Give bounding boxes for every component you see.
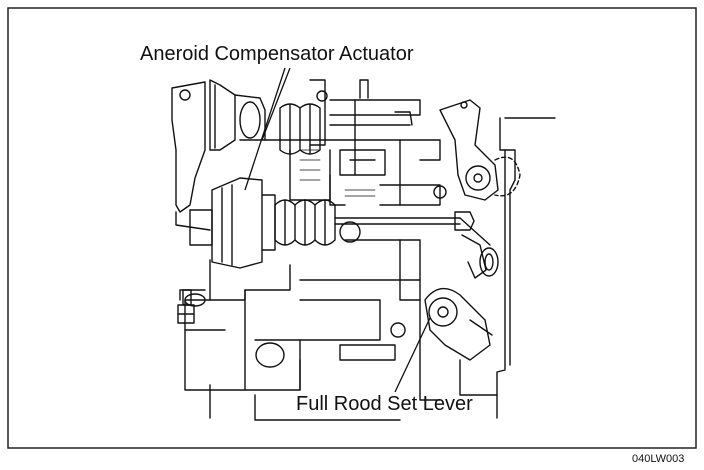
lower-diaphragm [189,177,276,269]
upper-bellows [279,103,321,155]
control-rod [334,211,475,231]
lever-leader [394,317,431,393]
aneroid-leader-2 [244,67,286,191]
figure-frame [7,7,697,449]
full-load-lever [424,287,493,361]
full-rood-lever-label: Full Rood Set Lever [296,393,473,415]
aneroid-leader-1 [261,67,291,141]
lower-bellows [274,199,336,246]
pump-illustration [171,79,556,421]
throttle-lever [439,99,521,201]
aneroid-actuator-label: Aneroid Compensator Actuator [140,43,414,65]
left-bolt [177,289,195,324]
leader-lines [244,67,431,393]
figure-code: 040LW003 [632,453,684,465]
